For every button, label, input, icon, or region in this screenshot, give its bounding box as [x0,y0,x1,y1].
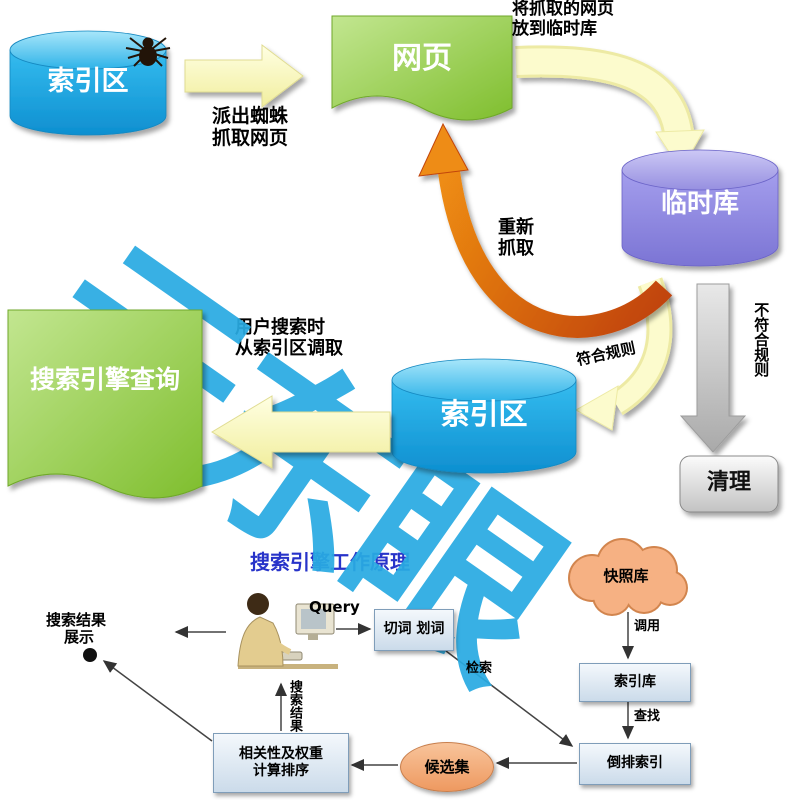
webpage-label: 网页 [392,41,452,76]
snapshot-cloud-label: 快照库 [603,567,649,585]
arrow-index-to-query [211,395,391,469]
candidate-set-ellipse: 候选集 [400,742,494,792]
webpage-shape [331,15,513,121]
index-db-1-label: 索引区 [47,66,129,97]
arrow-tempdb-to-webpage [418,122,673,338]
flow-connectors [102,612,634,771]
cloud-icon [568,538,688,616]
return-result-label: 搜索结果 [286,680,302,732]
temp-db-cylinder [621,149,779,267]
call-label: 调用 [634,619,661,634]
rank-box: 相关性及权重 计算排序 [213,733,349,793]
temp-db-label: 临时库 [660,189,739,219]
retrieve-label: 检索 [466,661,493,676]
arrow-webpage-to-tempdb [515,45,705,171]
store-note: 将抓取的网页 放到临时库 [512,0,614,39]
index-store-box: 索引库 [579,663,691,702]
person-at-computer-icon [237,593,338,669]
index-db-1-cylinder [9,30,167,136]
index-note: 用户搜索时 从索引区调取 [235,317,343,359]
lookup-label: 查找 [634,709,661,724]
query-doc-label: 搜索引擎查询 [29,365,180,394]
segment-box: 切词 划词 [374,609,454,651]
arrow-index1-to-webpage [184,43,304,109]
snapshot-cloud: 快照库 [558,536,694,616]
no-match-rule-label: 不符合规则 [752,302,771,377]
recrawl-note: 重新 抓取 [498,217,534,259]
query-doc-shape [7,309,203,499]
clean-box-label: 清理 [706,470,751,495]
bottom-title: 搜索引擎工作原理 [250,550,410,574]
inverted-index-box: 倒排索引 [579,743,691,785]
arrow-tempdb-to-clean [679,283,747,453]
query-label: Query [309,598,360,616]
clean-box-shape [679,455,779,513]
spider-icon [125,37,171,67]
bullet-dot [83,648,97,662]
crawl-note: 派出蜘蛛 抓取网页 [211,105,288,149]
result-note: 搜索结果 展示 [46,611,107,647]
index-db-2-cylinder [391,358,577,474]
index-db-2-label: 索引区 [440,397,528,431]
